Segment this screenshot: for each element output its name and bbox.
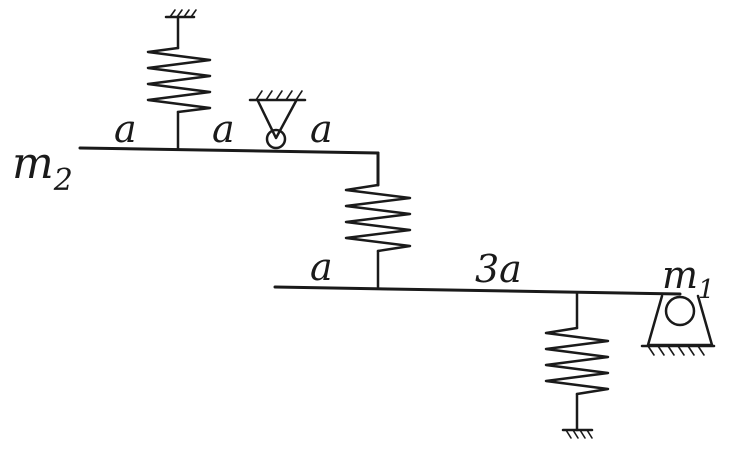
length-label-bottom-1: a	[310, 245, 333, 289]
mass-m1-label: m1	[662, 253, 715, 305]
lower-pivot-support	[640, 294, 716, 356]
top-spring	[146, 15, 212, 151]
bottom-spring-ground	[561, 428, 594, 439]
bottom-spring	[544, 291, 610, 432]
length-label-bottom-2: 3a	[475, 247, 522, 291]
length-label-top-3: a	[310, 107, 333, 151]
mass-m2-label: m2	[12, 138, 73, 198]
top-spring-ground	[164, 9, 197, 19]
length-label-top-2: a	[212, 107, 235, 151]
upper-pivot-support	[248, 90, 307, 150]
upper-bar	[78, 146, 380, 155]
middle-spring	[344, 183, 412, 289]
length-label-top-1: a	[114, 107, 137, 151]
lower-bar	[273, 285, 682, 296]
